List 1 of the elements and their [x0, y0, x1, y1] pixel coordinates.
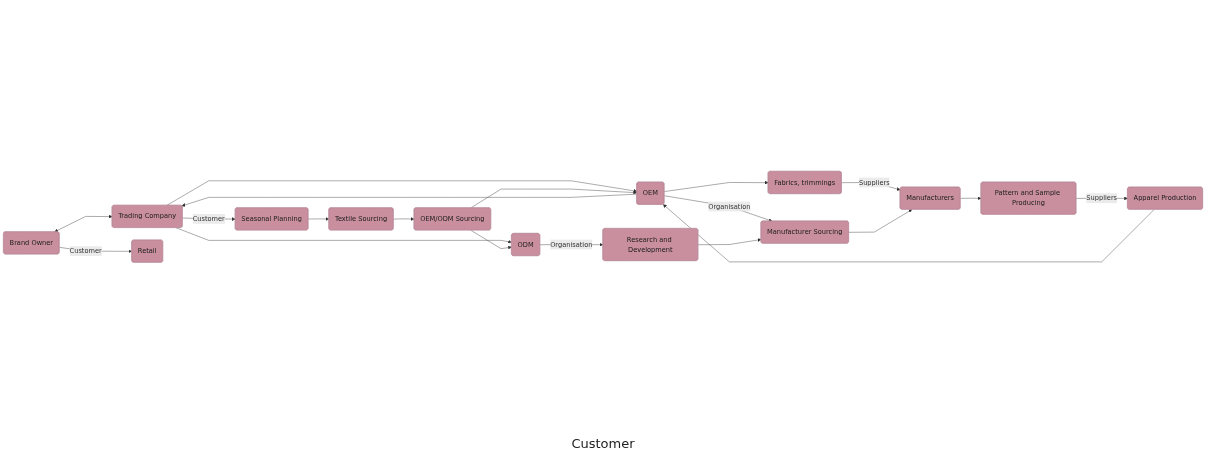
note-text: Customer	[571, 436, 635, 451]
